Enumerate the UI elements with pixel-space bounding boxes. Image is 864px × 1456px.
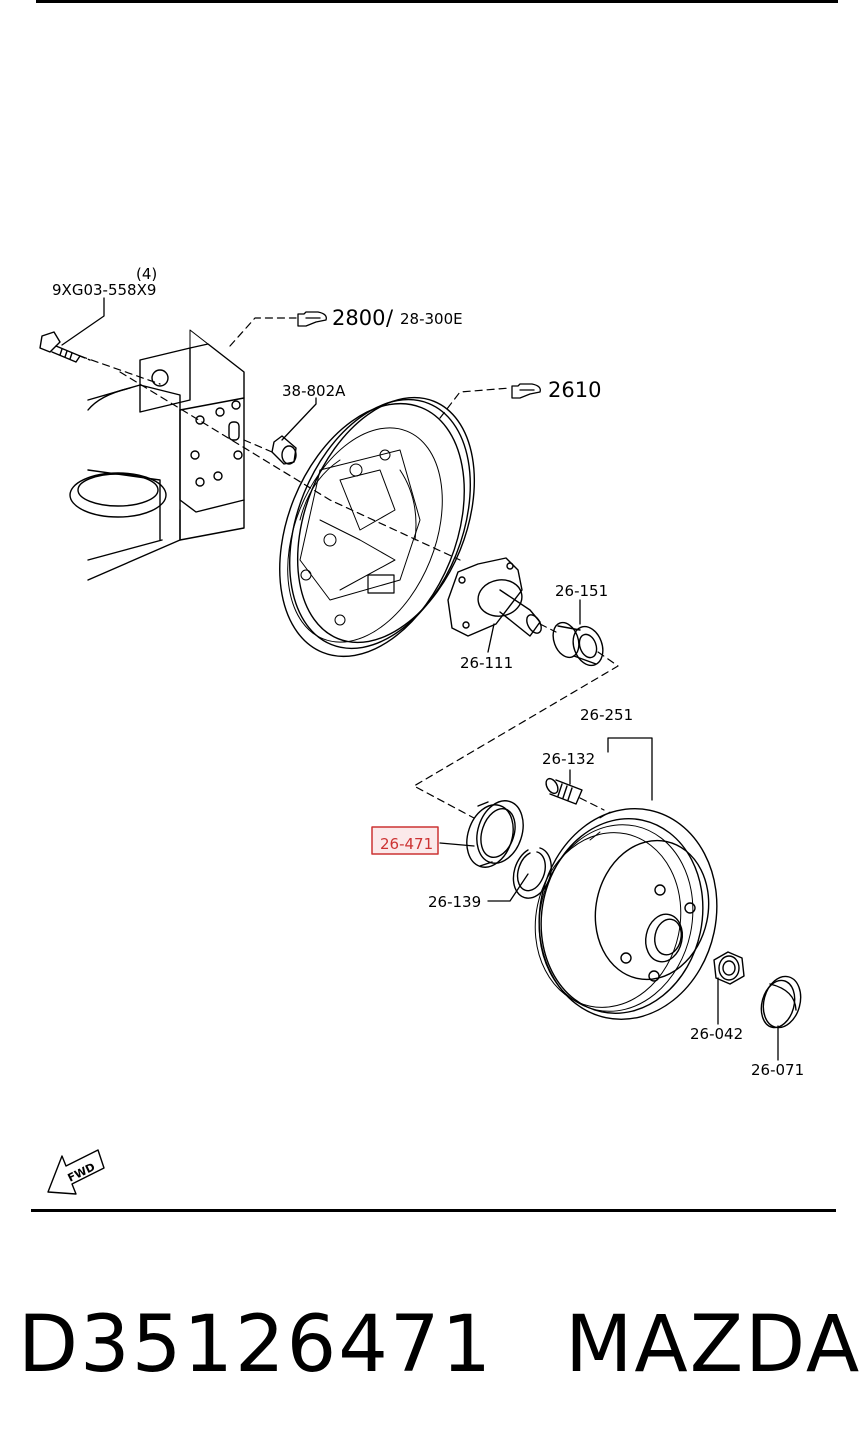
reference-hand-icon [511, 383, 541, 399]
label-seal[interactable]: 26-471 [380, 835, 433, 853]
label-spindle: 26-111 [460, 654, 513, 672]
label-nut: 26-042 [690, 1025, 743, 1043]
label-bolt-qty: (4) [136, 265, 157, 283]
spindle-bearing [552, 621, 604, 667]
label-hub-bolt: 26-132 [542, 750, 595, 768]
label-plug: 38-802A [282, 382, 346, 400]
label-drum-assembly: 26-251 [580, 706, 633, 724]
label-snap-ring: 26-139 [428, 893, 481, 911]
snap-ring [512, 847, 552, 899]
hub-bolt [545, 777, 583, 805]
label-bolt: 9XG03-558X9 [52, 281, 156, 299]
leader-lines [61, 297, 779, 1061]
seal [466, 800, 524, 868]
plug [271, 435, 297, 465]
label-ref-separator: / [386, 306, 394, 330]
highlight-box [371, 826, 439, 855]
mounting-bolt [39, 331, 91, 363]
label-cap: 26-071 [751, 1061, 804, 1079]
assembly-lines [79, 317, 619, 819]
backing-plate [279, 396, 476, 658]
label-ref-28-300e[interactable]: 28-300E [400, 310, 463, 328]
part-caption: D35126471 MAZDA [18, 1290, 862, 1400]
label-ref-2800[interactable]: 2800 [332, 306, 385, 330]
fwd-arrow-icon [47, 1149, 105, 1195]
hub-cap [760, 975, 802, 1029]
top-rule [36, 0, 838, 3]
spindle [447, 557, 542, 637]
hub-nut [713, 951, 745, 985]
axle-bracket [69, 329, 245, 581]
brand-name: MAZDA [565, 1300, 862, 1390]
label-ref-2610[interactable]: 2610 [548, 378, 601, 402]
label-spindle-bearing: 26-151 [555, 582, 608, 600]
part-number: D35126471 [18, 1300, 494, 1390]
brake-drum [534, 808, 718, 1020]
bottom-rule [31, 1209, 836, 1212]
reference-hand-icon [297, 311, 327, 327]
